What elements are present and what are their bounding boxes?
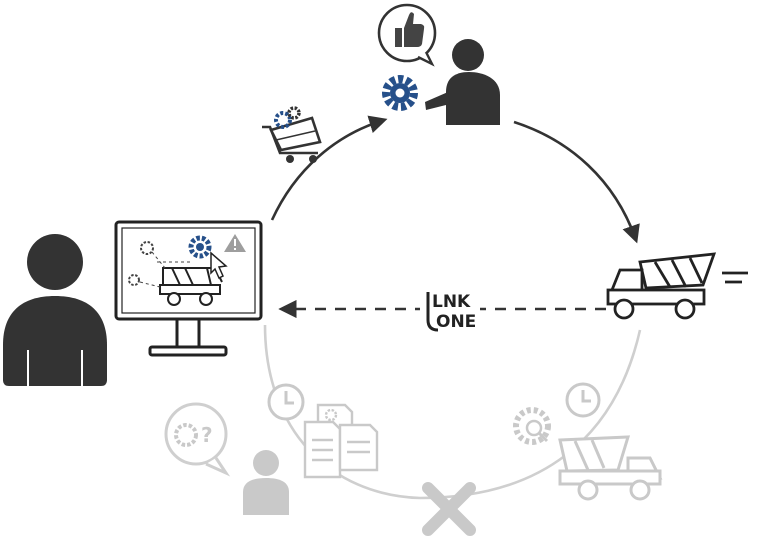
arc-monitor-to-service bbox=[270, 115, 388, 221]
dump-truck-icon bbox=[606, 252, 748, 320]
thumbs-up-bubble-icon bbox=[377, 3, 437, 67]
faded-gear-question-bubble-icon: ? bbox=[164, 402, 231, 477]
warning-icon bbox=[224, 234, 246, 252]
cursor-icon bbox=[210, 251, 228, 280]
faded-gear-magnifier-icon bbox=[513, 407, 551, 445]
shopping-cart-icon bbox=[262, 106, 322, 163]
faded-dump-truck-icon bbox=[558, 435, 663, 501]
question-mark: ? bbox=[201, 423, 213, 447]
logo-text-line2: ONE bbox=[436, 312, 476, 332]
faded-person-icon bbox=[243, 450, 289, 515]
screen-blue-gear-icon bbox=[188, 235, 212, 259]
logo-text-line1: LNK bbox=[432, 292, 471, 312]
arc-service-to-truck bbox=[513, 120, 640, 244]
faded-clock-icon-right bbox=[565, 382, 601, 418]
faded-documents-icon bbox=[303, 403, 379, 479]
faded-clock-icon bbox=[267, 383, 305, 421]
monitor-icon bbox=[114, 220, 263, 357]
cross-icon bbox=[422, 482, 476, 536]
gear-icon bbox=[382, 75, 418, 111]
screen-gear-icon bbox=[128, 241, 154, 286]
person-icon bbox=[3, 234, 107, 386]
person-with-gear-icon bbox=[382, 39, 500, 125]
link-one-logo: LNK ONE bbox=[420, 291, 480, 332]
screen-truck-icon bbox=[159, 267, 223, 306]
